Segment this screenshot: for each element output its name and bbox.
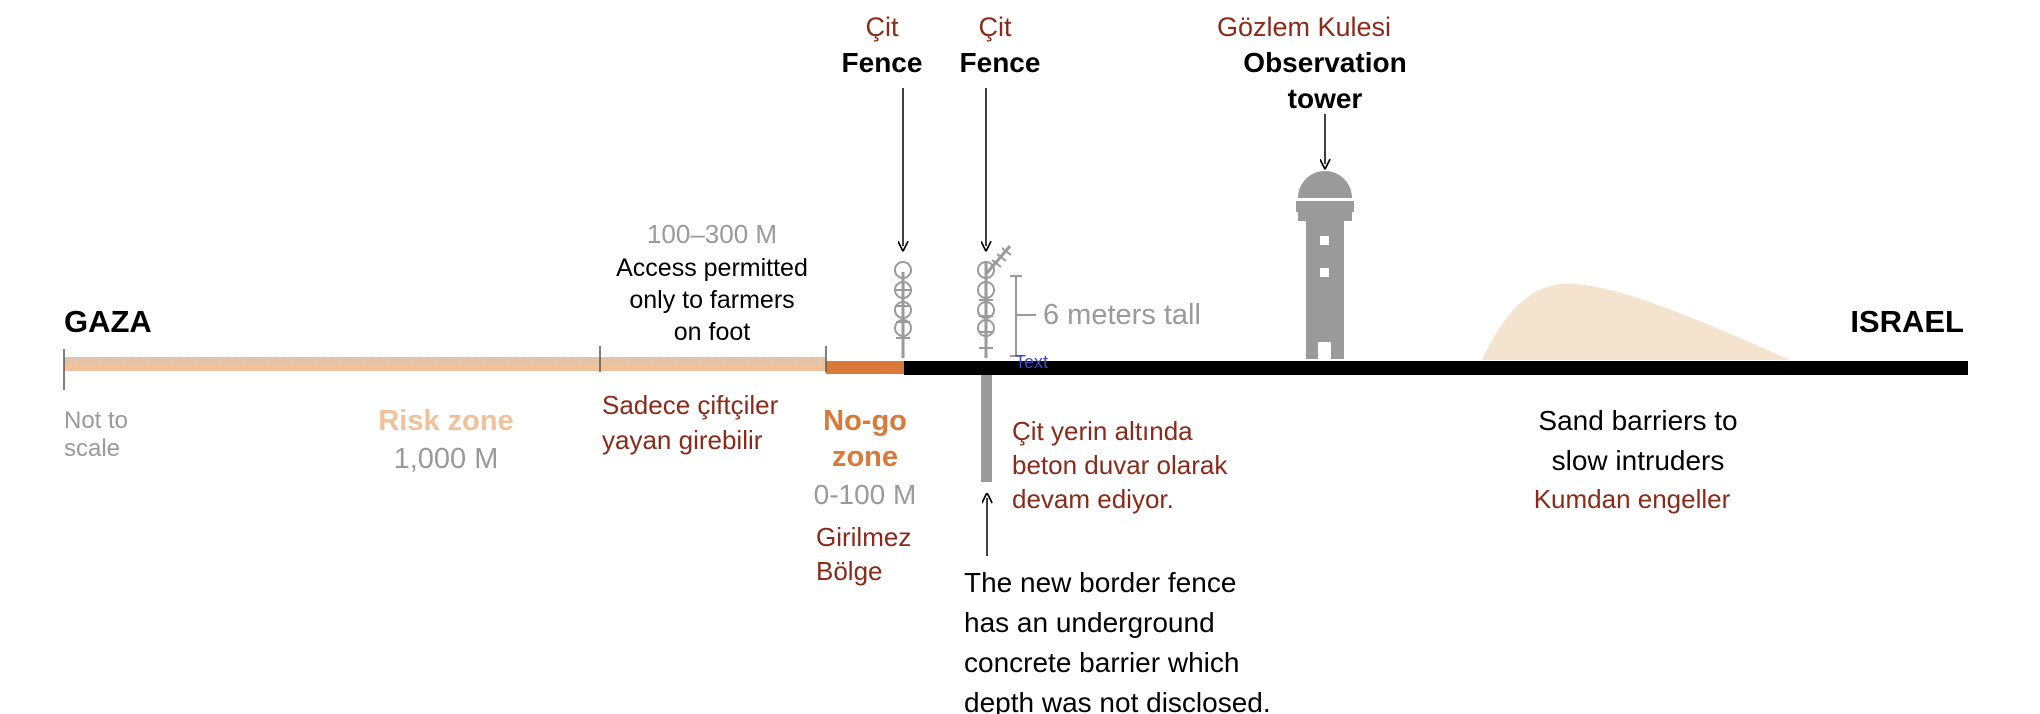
razor-wire-icon xyxy=(894,301,912,319)
underground-tr-line1: Çit yerin altında xyxy=(1012,416,1193,446)
underground-tr-line3: devam ediyor. xyxy=(1012,484,1174,514)
height-bracket xyxy=(1010,275,1036,357)
underground-concrete-barrier xyxy=(981,375,992,482)
tower-tr-label: Gözlem Kulesi xyxy=(1217,12,1391,42)
access-zone-tr-line2: yayan girebilir xyxy=(602,425,763,455)
underground-en-line3: concrete barrier which xyxy=(964,647,1239,678)
no-go-zone-tr-line1: Girilmez xyxy=(816,522,911,552)
fence-2-post xyxy=(977,245,1012,358)
sand-en-line2: slow intruders xyxy=(1552,445,1725,476)
underground-tr-line2: beton duvar olarak xyxy=(1012,450,1228,480)
underground-en-line2: has an underground xyxy=(964,607,1215,638)
no-go-zone-strip xyxy=(826,361,904,374)
access-zone-desc-line2: only to farmers xyxy=(629,286,794,314)
access-zone-desc-line1: Access permitted xyxy=(616,254,808,282)
israel-ground-line xyxy=(904,361,1968,375)
underground-en-line1: The new border fence xyxy=(964,567,1236,598)
razor-wire-icon xyxy=(894,261,912,279)
fence-height-label: 6 meters tall xyxy=(1043,299,1201,331)
fence-1-en-label: Fence xyxy=(842,47,923,78)
fence-2-tr-label: Çit xyxy=(979,12,1012,42)
no-go-zone-tr-line2: Bölge xyxy=(816,556,883,586)
no-go-zone-label-line2: zone xyxy=(832,441,898,473)
fence-1-post xyxy=(894,261,912,358)
access-zone-tr-line1: Sadece çiftçiler xyxy=(602,390,779,420)
scale-note-line1: Not to xyxy=(64,407,128,434)
risk-zone-label: Risk zone xyxy=(378,405,513,437)
observation-tower-icon xyxy=(1296,171,1354,359)
tower-en-line1: Observation xyxy=(1243,47,1406,78)
sand-tr-label: Kumdan engeller xyxy=(1534,484,1731,514)
razor-wire-icon xyxy=(894,281,912,299)
fence-2-en-label: Fence xyxy=(960,47,1041,78)
no-go-zone-label-line1: No-go xyxy=(823,405,907,437)
placeholder-text-label: Text xyxy=(1015,352,1048,372)
risk-zone-ticks xyxy=(64,357,826,363)
razor-wire-icon xyxy=(977,261,995,279)
no-go-zone-distance: 0-100 M xyxy=(814,479,917,510)
razor-wire-icon xyxy=(977,319,995,337)
israel-label: ISRAEL xyxy=(1850,304,1964,339)
scale-note-line2: scale xyxy=(64,435,120,462)
underground-en-line4: depth was not disclosed. xyxy=(964,687,1271,714)
sand-barrier xyxy=(1482,283,1790,360)
access-zone-distance: 100–300 M xyxy=(647,219,777,249)
tower-en-line2: tower xyxy=(1288,83,1363,114)
risk-zone-distance: 1,000 M xyxy=(394,443,499,475)
fence-1-tr-label: Çit xyxy=(866,12,899,42)
gaza-label: GAZA xyxy=(64,304,152,339)
access-zone-desc-line3: on foot xyxy=(674,318,751,346)
razor-wire-icon xyxy=(977,281,995,299)
sand-en-line1: Sand barriers to xyxy=(1538,405,1737,436)
razor-wire-icon xyxy=(977,301,995,319)
razor-wire-icon xyxy=(894,319,912,337)
